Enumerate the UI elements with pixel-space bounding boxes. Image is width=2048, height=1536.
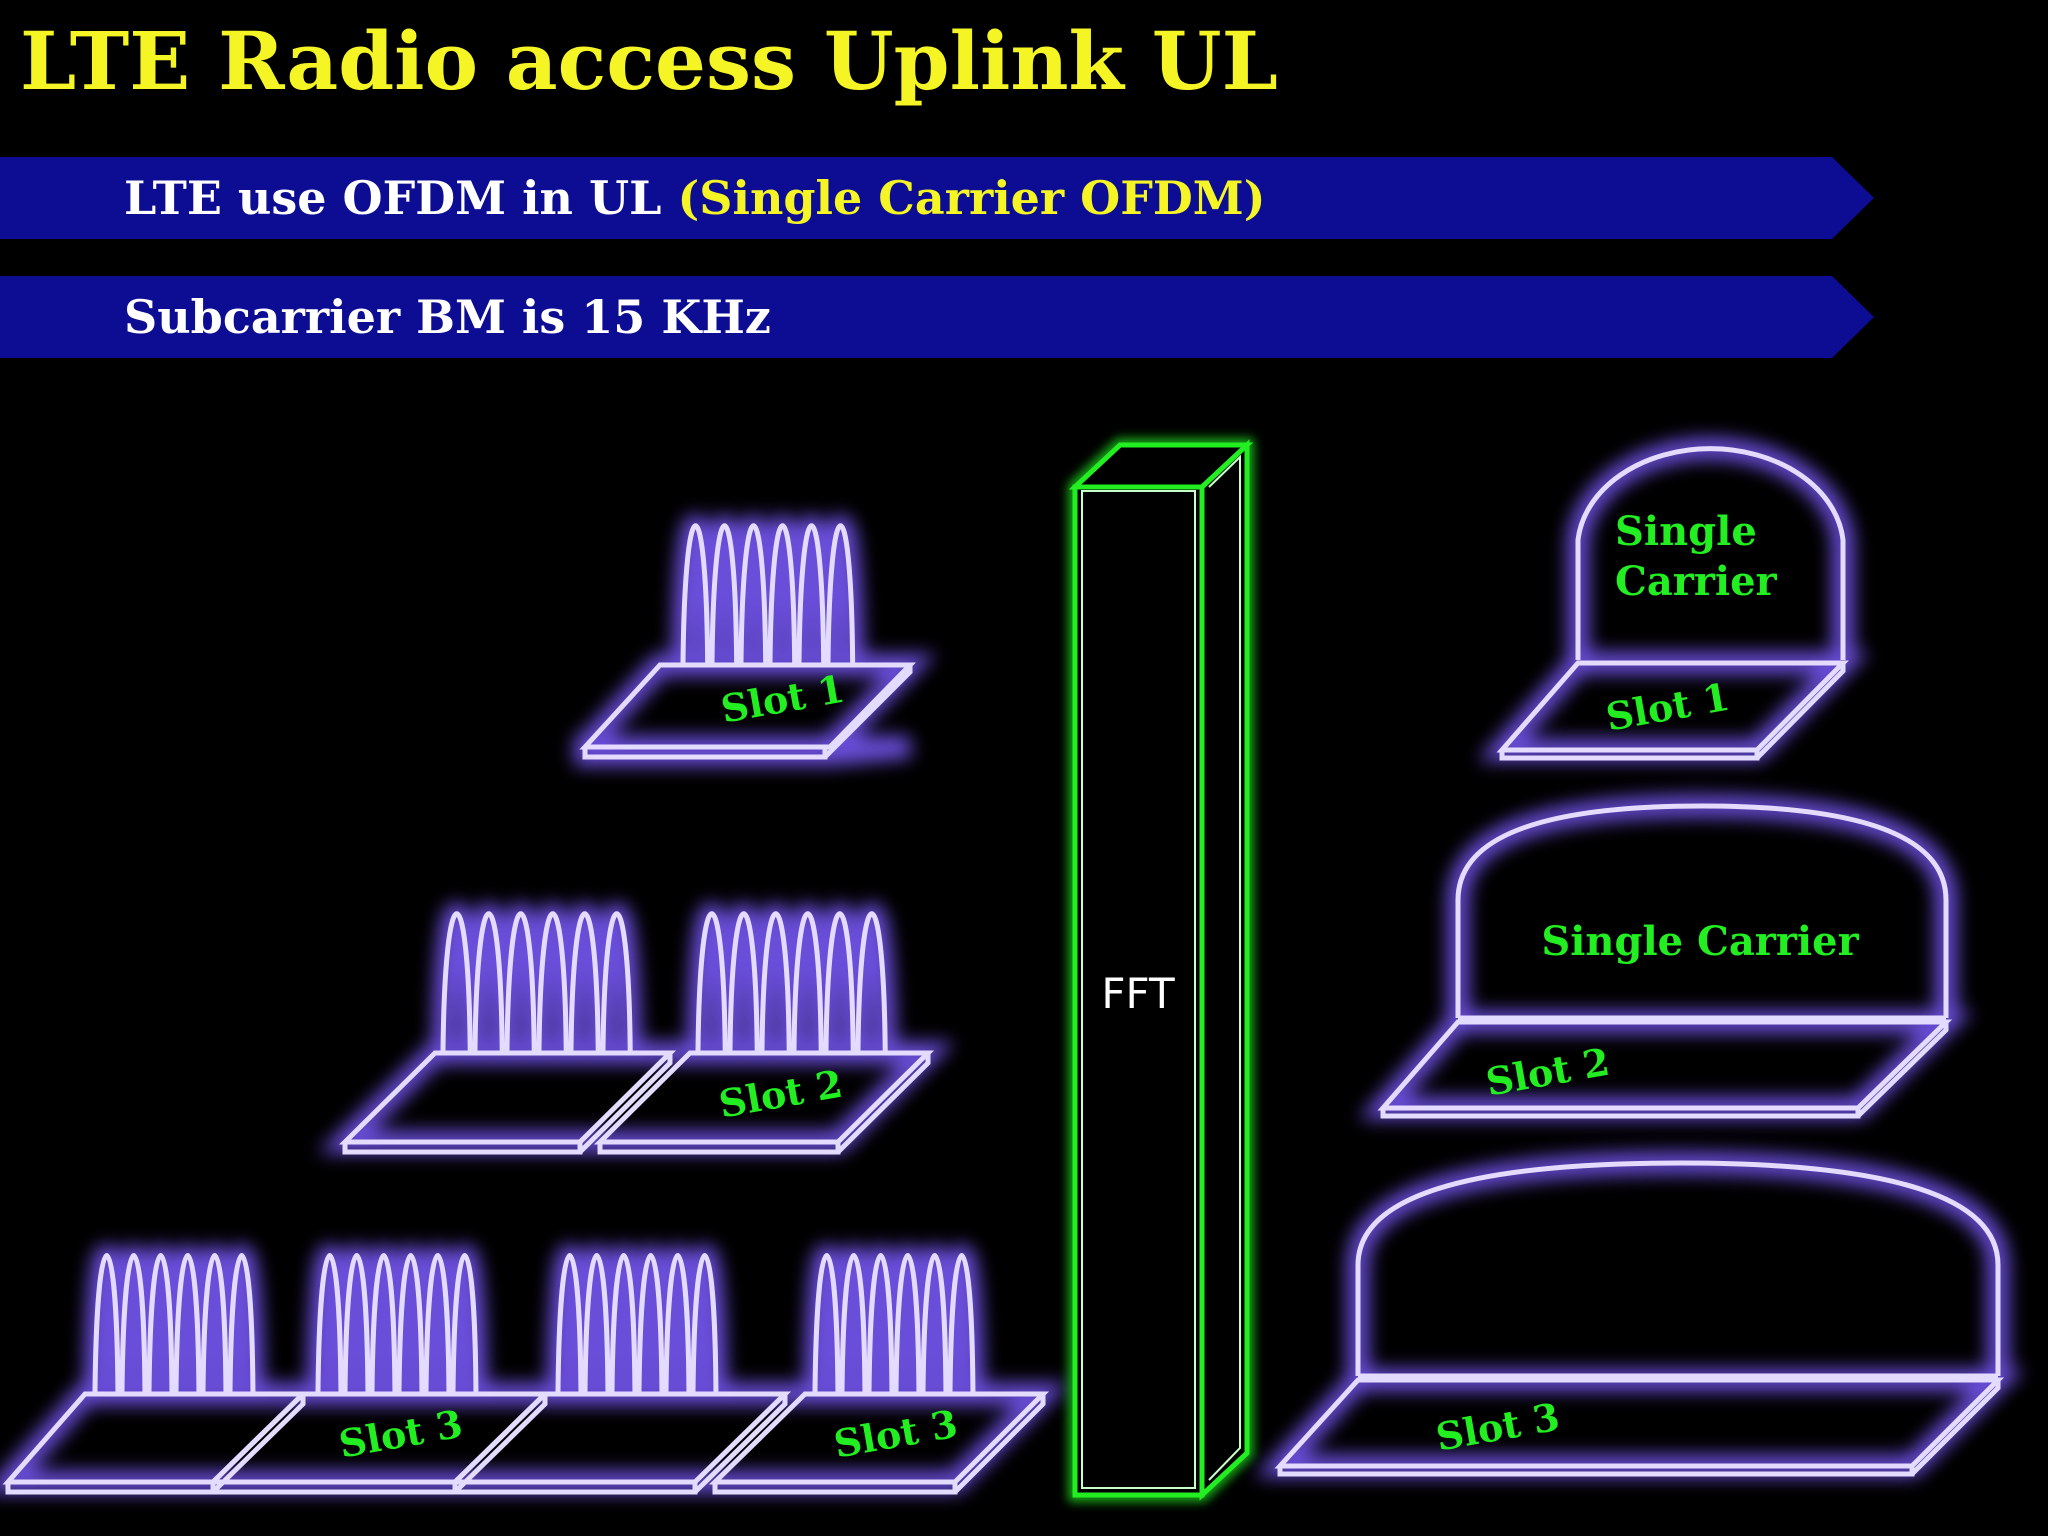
slide-title: LTE Radio access Uplink UL xyxy=(20,14,1278,108)
sc-slot3-group: Slot 3 xyxy=(1255,1151,2025,1477)
ofdm-slot3-group: Slot 3 Slot 3 xyxy=(0,1244,1070,1495)
ofdm-slot3-label-a: Slot 3 xyxy=(335,1401,465,1467)
banner-subcarrier-text: Subcarrier BM is 15 KHz xyxy=(124,290,771,344)
sc-slot1-carrier-line2: Carrier xyxy=(1615,558,1778,605)
ofdm-slot2-group: Slot 2 xyxy=(318,902,955,1155)
banner-subcarrier: Subcarrier BM is 15 KHz xyxy=(0,276,1874,358)
sc-slot3-label: Slot 3 xyxy=(1432,1394,1562,1460)
fft-label: FFT xyxy=(1101,969,1175,1018)
banner-ofdm-ul: LTE use OFDM in UL (Single Carrier OFDM) xyxy=(0,157,1874,239)
sc-slot2-carrier: Single Carrier xyxy=(1541,918,1859,965)
sc-slot1-carrier-line1: Single xyxy=(1615,508,1757,555)
sc-slot2-group: Single Carrier Slot 2 xyxy=(1358,794,1973,1119)
banner-ofdm-highlight: (Single Carrier OFDM) xyxy=(677,171,1266,225)
sc-slot2-label: Slot 2 xyxy=(1482,1039,1612,1105)
ofdm-slot2-label: Slot 2 xyxy=(715,1061,845,1127)
fft-block: FFT xyxy=(1068,438,1254,1502)
sc-slot1-label: Slot 1 xyxy=(1602,674,1732,740)
ofdm-slot3-label-b: Slot 3 xyxy=(830,1401,960,1467)
sc-slot1-group: Single Carrier Slot 1 xyxy=(1477,437,1870,761)
ofdm-slot1-group: Slot 1 xyxy=(574,514,937,766)
banner-ofdm-main: LTE use OFDM in UL xyxy=(124,171,678,225)
banner-ofdm-text: LTE use OFDM in UL (Single Carrier OFDM) xyxy=(124,157,1266,239)
